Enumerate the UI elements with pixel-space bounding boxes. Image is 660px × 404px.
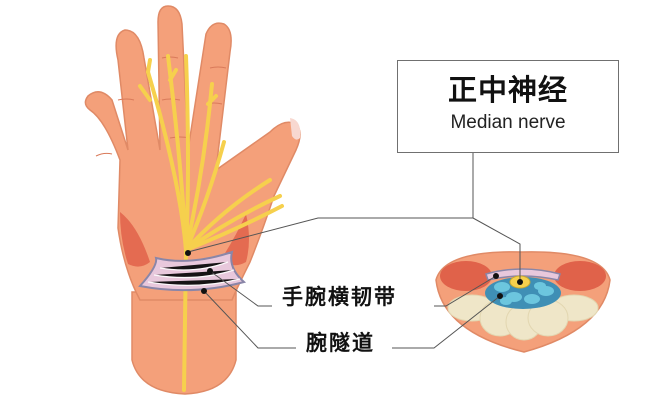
- marker-dots: [185, 250, 523, 299]
- cross-section-ligament: [485, 268, 561, 281]
- median-nerve-label-en: Median nerve: [450, 112, 566, 133]
- median-nerve-branches: [138, 54, 284, 392]
- hand-illustration: [84, 5, 301, 395]
- cross-section-muscle-left: [440, 261, 492, 291]
- palm: [84, 5, 301, 301]
- ligament-stripes: [147, 261, 241, 287]
- carpal-tunnel-label: 腕隧道: [306, 331, 375, 355]
- transverse-carpal-ligament-label: 手腕横韧带: [282, 285, 397, 309]
- median-nerve-label-zh: 正中神经: [447, 73, 568, 107]
- cross-section-muscle-right: [554, 261, 606, 291]
- leader-lines: [187, 153, 521, 349]
- flexor-tendons: [494, 282, 554, 305]
- thumb-nail: [290, 118, 301, 140]
- hypothenar-muscle: [120, 212, 150, 267]
- median-nerve-label-box: 正中神经 Median nerve: [397, 60, 619, 153]
- wrist-cross-section: [435, 251, 611, 353]
